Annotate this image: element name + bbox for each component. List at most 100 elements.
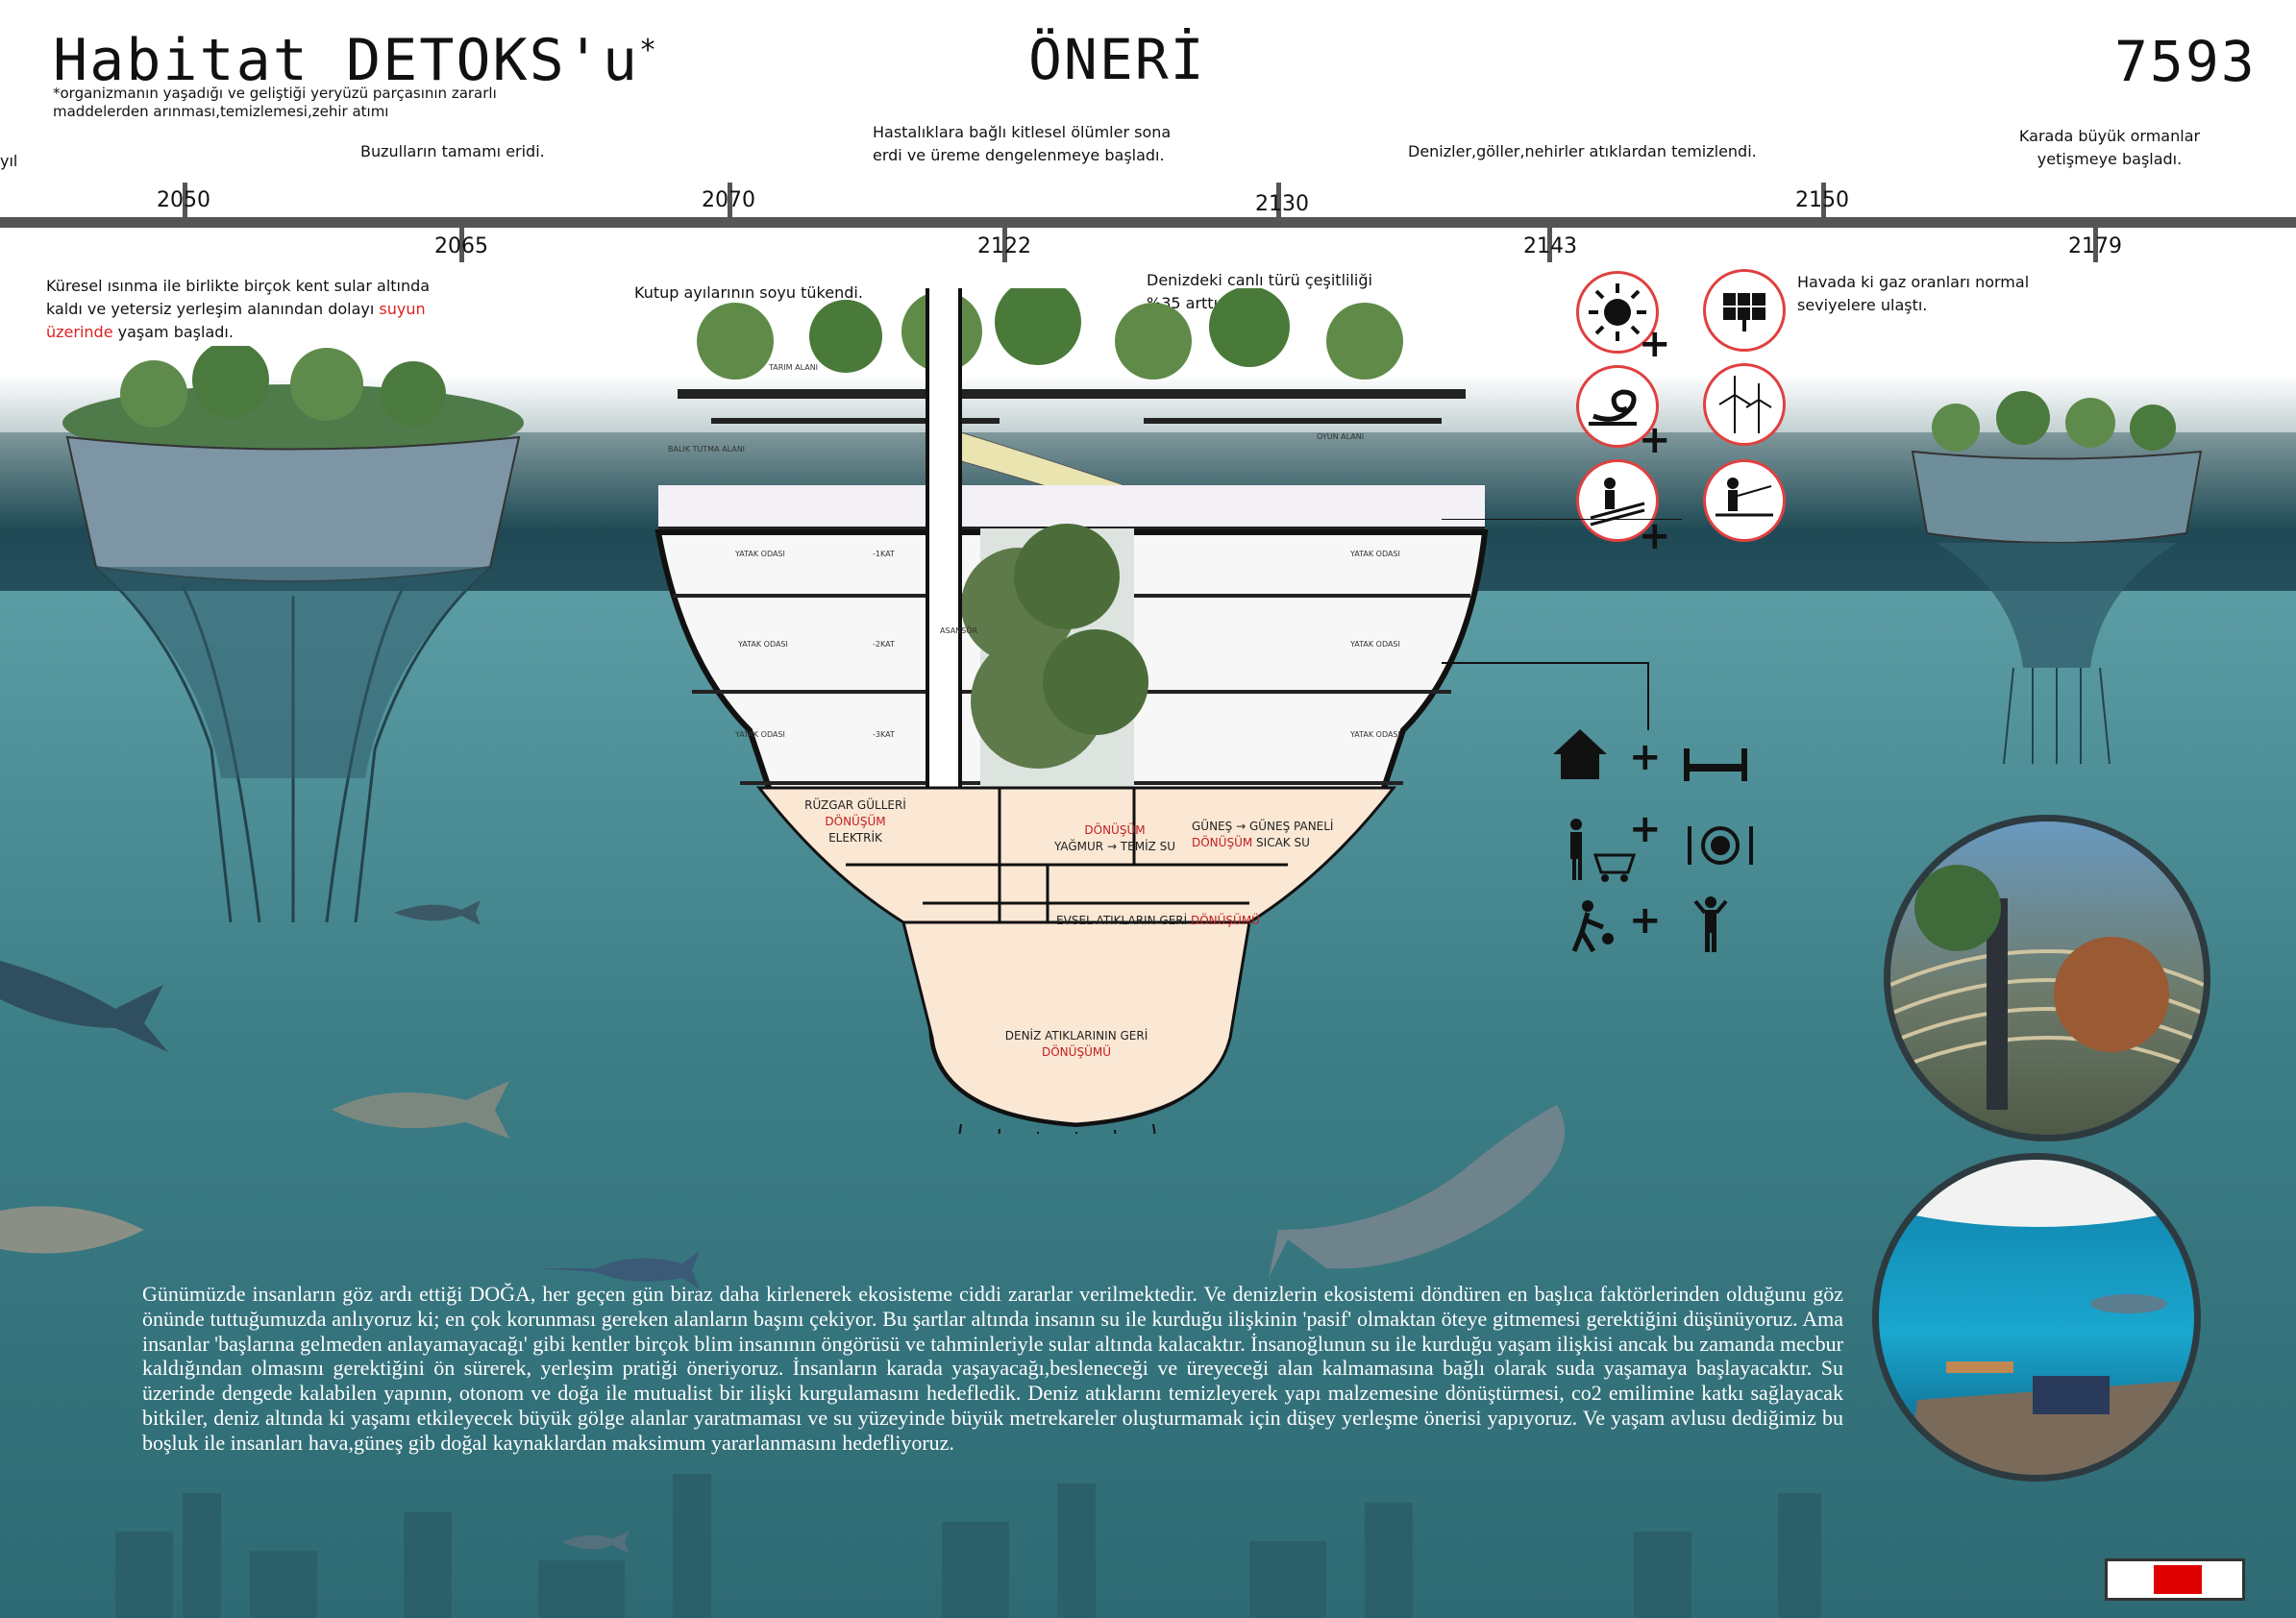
dolphin [1269, 1105, 1566, 1278]
timeline-tick [1821, 183, 1826, 217]
timeline-year: 2065 [434, 234, 488, 258]
leader-lines [1442, 519, 1682, 730]
page-title: Habitat DETOKS'u* [53, 27, 658, 94]
label-sun: GÜNEŞ → GÜNEŞ PANELİ DÖNÜŞÜM SICAK SU [1192, 819, 1336, 851]
label-sea-b: DÖNÜŞÜMÜ [1042, 1045, 1111, 1059]
label-floor-2: -2KAT [873, 640, 895, 649]
small-fish [562, 1531, 630, 1554]
label-bedroom: YATAK ODASI [735, 730, 785, 739]
label-sun-b: DÖNÜŞÜM [1192, 836, 1253, 849]
title-text: Habitat DETOKS'u [53, 27, 639, 94]
label-bedroom: YATAK ODASI [1350, 550, 1400, 558]
person-icon [1693, 896, 1728, 952]
label-harvest: TARIM ALANI [769, 363, 819, 372]
timeline-tick [459, 228, 464, 262]
shopping-icon [1570, 819, 1637, 882]
underwater-render [1872, 1153, 2201, 1482]
sunken-skyline [1365, 1503, 1413, 1618]
title-mark: * [638, 34, 659, 67]
label-wind-c: ELEKTRİK [828, 831, 882, 845]
shark [332, 1081, 509, 1139]
page-indicator[interactable] [2105, 1558, 2245, 1601]
sports-icon [1571, 900, 1614, 953]
label-floor-3: -3KAT [873, 730, 895, 739]
left-habitat [62, 346, 524, 922]
description-text: Günümüzde insanların göz ardı ettiği DOĞ… [142, 1282, 1843, 1455]
event-2050: Küresel ısınma ile birlikte birçok kent … [46, 275, 450, 344]
plus-sign: + [1629, 735, 1662, 779]
event-2143: Denizler,göller,nehirler atıklardan temi… [1408, 142, 1757, 160]
sun-icon [1576, 271, 1659, 354]
label-bedroom: YATAK ODASI [738, 640, 788, 649]
left-habitat-bowl [65, 435, 521, 582]
right-habitat-bowl [1911, 450, 2203, 544]
label-sea-a: DENİZ ATIKLARININ GERİ [1004, 1029, 1148, 1042]
shark-left [0, 1206, 144, 1254]
label-wind: RÜZGAR GÜLLERİ DÖNÜŞÜM ELEKTRİK [798, 797, 913, 846]
timeline-bar [0, 217, 2296, 228]
sunken-skyline [115, 1532, 173, 1618]
atrium-render [1884, 815, 2210, 1141]
label-rain-b: YAĞMUR → TEMİZ SU [1053, 840, 1176, 853]
label-bedroom: YATAK ODASI [1350, 730, 1400, 739]
timeline-tick [1276, 183, 1281, 217]
label-wind-a: RÜZGAR GÜLLERİ [804, 798, 906, 812]
event-2122: Hastalıklara bağlı kitlesel ölümler sona… [873, 123, 1172, 164]
sunken-skyline [1249, 1541, 1326, 1618]
bed-icon [1684, 748, 1747, 781]
habitat-section [654, 288, 1489, 1134]
plus-sign: + [1639, 322, 1671, 366]
plus-sign: + [1629, 898, 1662, 943]
sunken-skyline [1778, 1493, 1821, 1618]
event-2050-highlight: suyun üzerinde [46, 300, 426, 341]
event-2065: Buzulların tamamı eridi. [360, 142, 545, 160]
sunken-skyline [404, 1512, 452, 1618]
label-sun-c: SICAK SU [1256, 836, 1310, 849]
tuna-fish [0, 961, 168, 1052]
sunken-skyline [942, 1522, 1009, 1618]
event-2050-post: yaşam başladı. [112, 323, 234, 341]
fishing-icon [1703, 459, 1786, 542]
label-house-a: EVSEL ATIKLARIN GERİ [1056, 914, 1191, 927]
label-bedroom: YATAK ODASI [1350, 640, 1400, 649]
sunken-skyline [250, 1551, 317, 1618]
label-sea-waste: DENİZ ATIKLARININ GERİ DÖNÜŞÜMÜ [971, 1028, 1182, 1061]
page-indicator-fill [2154, 1565, 2202, 1594]
right-habitat [1911, 391, 2203, 764]
timeline-year: 2130 [1255, 192, 1309, 216]
label-house-b: DÖNÜŞÜMÜ [1190, 914, 1260, 927]
label-wind-b: DÖNÜŞÜM [825, 815, 886, 828]
wind-swirl-icon [1576, 365, 1659, 448]
sunken-skyline [538, 1560, 625, 1618]
timeline-year: 2070 [702, 188, 755, 212]
timeline-year: 2050 [157, 188, 210, 212]
timeline-year: 2122 [977, 234, 1031, 258]
label-rain-a: DÖNÜŞÜM [1084, 823, 1146, 837]
label-rain: DÖNÜŞÜM YAĞMUR → TEMİZ SU [1048, 822, 1182, 855]
timeline-tick [1547, 228, 1552, 262]
solar-panel-icon [1703, 269, 1786, 352]
timeline-tick [1002, 228, 1007, 262]
house-icon [1553, 729, 1607, 779]
sunken-skyline [1057, 1483, 1096, 1618]
wind-turbine-icon [1703, 363, 1786, 446]
sunken-skyline [1634, 1532, 1691, 1618]
timeline-axis-label: yıl [0, 152, 18, 170]
timeline-tick [2093, 228, 2098, 262]
sunken-skyline [183, 1493, 221, 1618]
event-2150: Havada ki gaz oranları normal seviyelere… [1797, 273, 2030, 314]
plus-sign: + [1629, 807, 1662, 851]
label-bedroom: YATAK ODASI [735, 550, 785, 558]
timeline-year: 2150 [1795, 188, 1849, 212]
event-2070: Kutup ayılarının soyu tükendi. [634, 283, 863, 302]
plus-sign: + [1639, 418, 1671, 462]
event-2050-pre: Küresel ısınma ile birlikte birçok kent … [46, 277, 431, 318]
farming-icon [1576, 459, 1659, 542]
label-play-area: OYUN ALANI [1317, 432, 1365, 441]
page-subtitle: *organizmanın yaşadığı ve geliştiği yery… [53, 85, 497, 120]
entry-code: 7593 [2114, 29, 2257, 94]
timeline-year: 2179 [2068, 234, 2122, 258]
label-fishing-area: BALIK TUTMA ALANI [668, 445, 746, 454]
event-2179: Karada büyük ormanlar yetişmeye başladı. [2018, 127, 2201, 168]
label-elevator: ASANSÖR [940, 626, 978, 635]
